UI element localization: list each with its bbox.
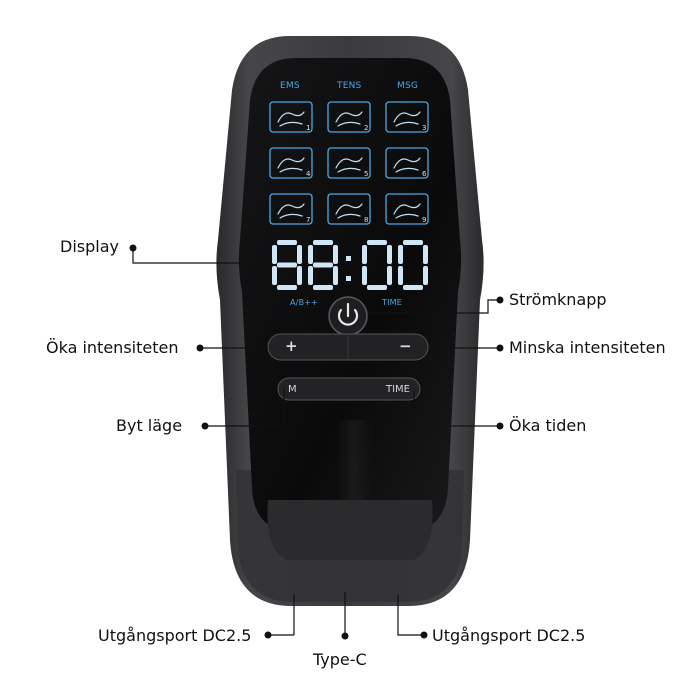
callout-change-mode: Byt läge [116,416,183,435]
device-face [238,58,462,532]
callout-dots [129,244,504,640]
program-tile: 6 [385,147,429,179]
seven-segment-digit [272,240,302,290]
power-button[interactable] [328,296,368,336]
plus-button[interactable]: + [285,337,298,355]
callout-output-right: Utgångsport DC2.5 [432,626,586,645]
line-mode [205,388,285,427]
program-tile: 1 [269,101,313,133]
seven-segment-digit [362,240,392,290]
program-number: 3 [422,124,426,132]
line-time [413,390,500,427]
program-number: 9 [422,216,426,224]
power-icon [337,302,359,326]
program-tile: 2 [327,101,371,133]
base-notch [267,500,433,560]
seven-segment-digit [398,240,428,290]
program-number: 6 [422,170,427,178]
program-number: 7 [306,216,310,224]
callout-power: Strömknapp [509,290,607,309]
program-number: 2 [364,124,368,132]
program-number: 5 [364,170,368,178]
mode-time-button-bar[interactable] [277,377,421,401]
program-grid: 1 2 3 4 5 6 7 8 9 [269,101,429,225]
line-out-right [397,595,424,636]
colon-dot [346,276,351,281]
indicator-ab: A/B++ [290,298,319,307]
program-tile: 5 [327,147,371,179]
program-tile: 7 [269,193,313,225]
callout-decrease-intensity: Minska intensiteten [509,338,666,357]
program-tile: 3 [385,101,429,133]
program-tile: 9 [385,193,429,225]
time-display [272,240,428,290]
line-display [132,248,272,264]
mode-label-tens: TENS [337,81,362,91]
callout-increase-intensity: Öka intensiteten [46,338,179,357]
time-button[interactable]: TIME [386,384,411,395]
program-number: 1 [306,124,310,132]
program-tile: 8 [327,193,371,225]
program-tile: 4 [269,147,313,179]
program-number: 4 [306,170,311,178]
mode-label-ems: EMS [280,81,300,91]
callout-lines [132,248,500,636]
indicator-time: TIME [382,298,403,307]
callout-display: Display [60,237,119,256]
callout-typec: Type-C [313,650,367,669]
minus-button[interactable]: − [399,337,412,355]
callout-output-left: Utgångsport DC2.5 [98,626,252,645]
callout-increase-time: Öka tiden [509,416,587,435]
line-power [368,299,500,314]
mode-button[interactable]: M [288,384,297,395]
mode-label-msg: MSG [397,81,419,91]
seven-segment-digit [308,240,338,290]
colon-dot [346,256,351,261]
program-number: 8 [364,216,368,224]
